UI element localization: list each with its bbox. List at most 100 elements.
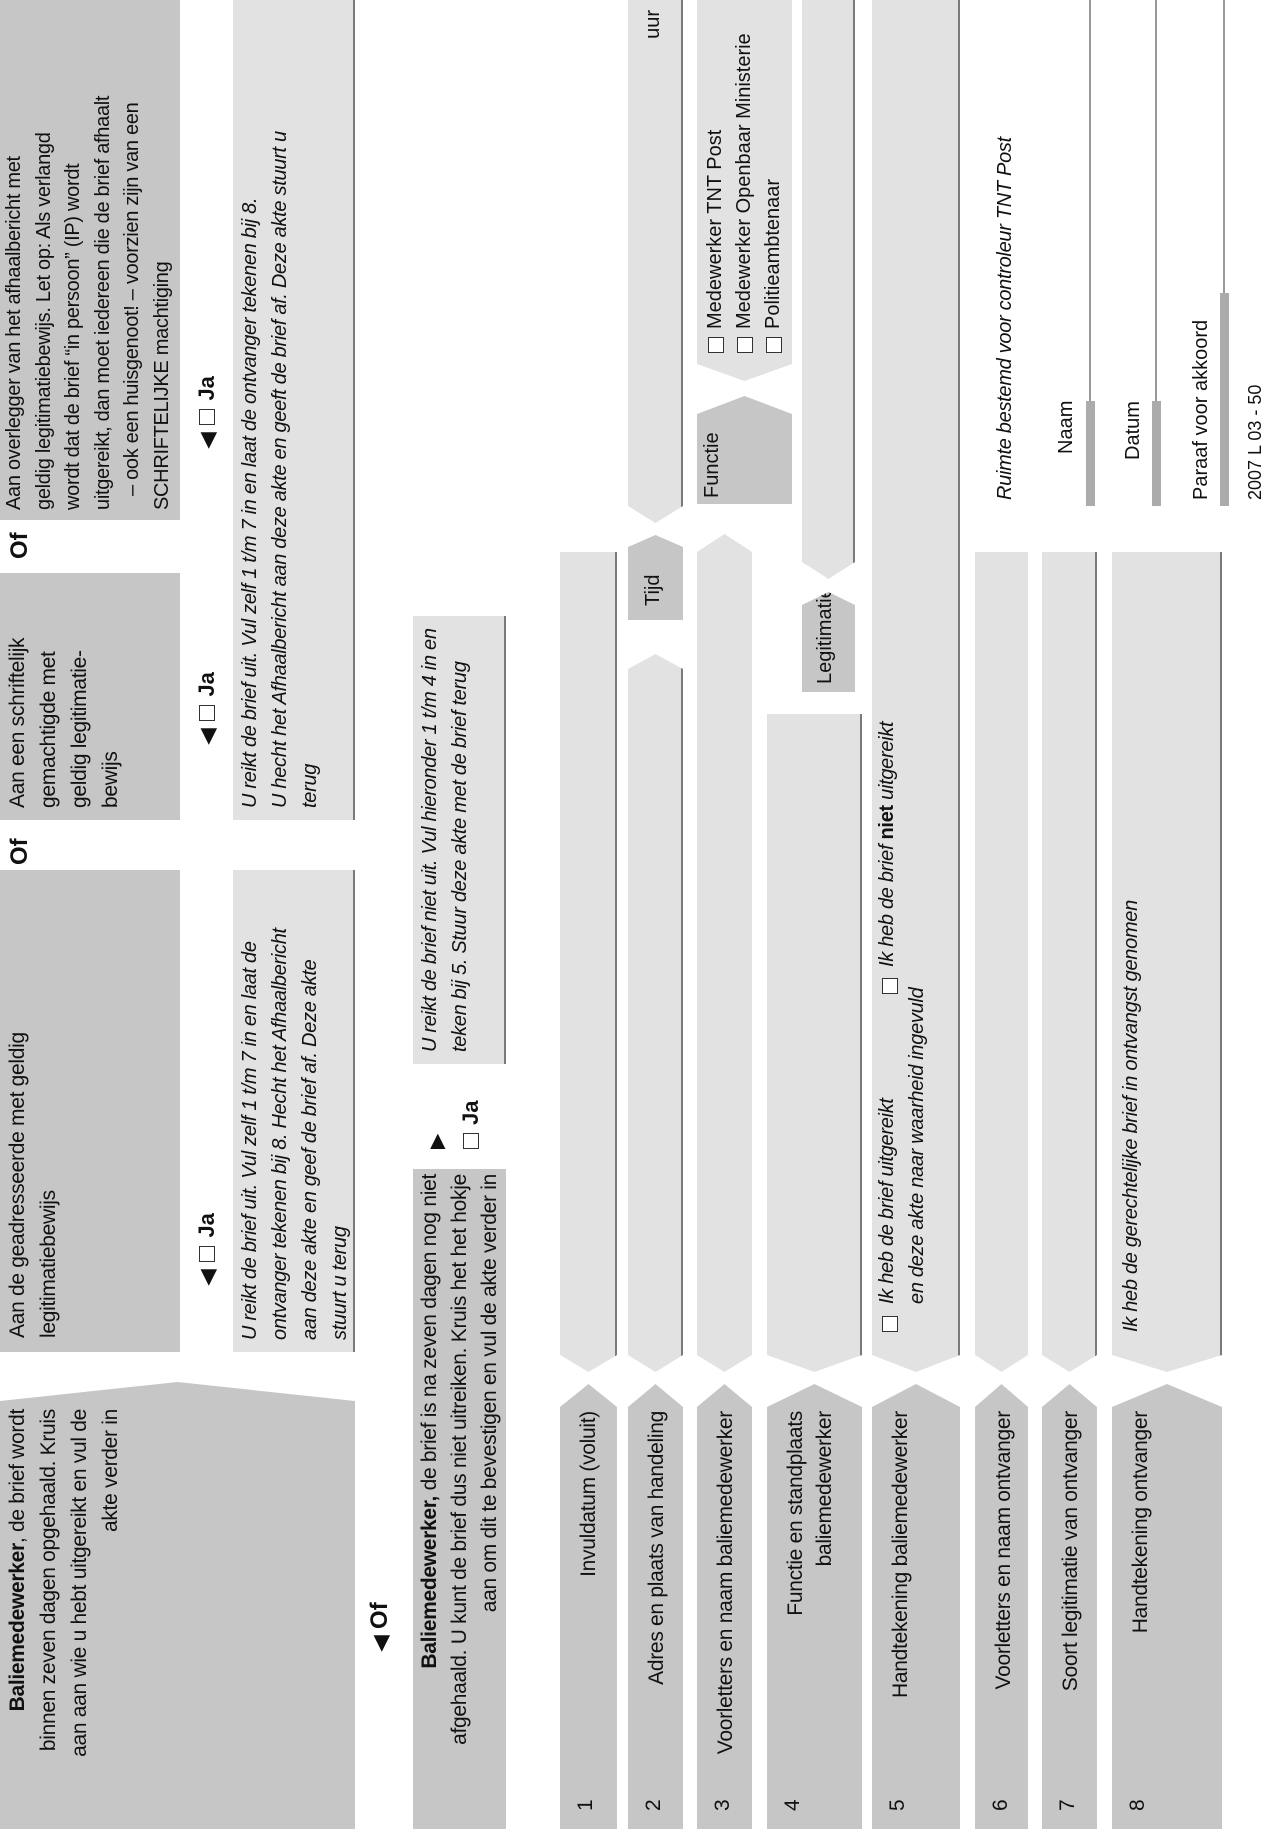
instruction-box-not-collected: Baliemedewerker, de brief is na zeven da… [413,1169,506,1829]
text-line: , de brief wordt [6,1409,29,1544]
checkbox-not-delivered[interactable] [882,978,898,994]
text-line: teken bij 5. Stuur deze akte met de brie… [449,661,471,1052]
bold-lead: Baliemedewerker [6,1543,29,1712]
option-label: Medewerker TNT Post [704,129,726,329]
controller-title: Ruimte bestemd voor controleur TNT Post [994,137,1016,500]
row-number: 2 [642,1799,665,1811]
recipient-name-field[interactable] [975,552,1028,1372]
text-line: stuurt u terug [329,1226,351,1340]
row-number: 5 [886,1799,909,1811]
address-field[interactable] [628,654,683,1372]
ja-checkbox-authorized[interactable]: ◀Ja [194,672,220,744]
id-number-field[interactable] [802,0,855,579]
row-label: Soort legitimatie van ontvanger [1059,1411,1082,1692]
ja-checkbox-not-collected[interactable]: Ja [458,1101,484,1149]
checkbox[interactable] [737,337,753,353]
employee-function-field[interactable] [767,714,862,1372]
controller-initials-label: Paraaf voor akkoord [1190,319,1212,500]
text-line: de brief is na zeven dagen nog niet [418,1174,441,1496]
employee-name-field[interactable] [697,534,752,1372]
arrow-left-icon: ◀ [370,1635,392,1651]
checkbox[interactable] [708,337,724,353]
recipient-signature-field[interactable]: Ik heb de gerechtelijke brief in ontvang… [1112,552,1222,1372]
row-7-label: 7 Soort legitimatie van ontvanger [1042,1384,1097,1829]
arrow-right-icon: ▶ [426,1133,448,1149]
row-6-label: 6 Voorletters en naam ontvanger [975,1384,1028,1829]
option-authorized: Aan een schriftelijk gemachtigde met gel… [0,573,180,820]
ja-label: Ja [194,672,219,697]
checkbox-delivered[interactable] [882,1316,898,1332]
initials-line[interactable] [1223,0,1225,293]
receipt-statement: Ik heb de gerechtelijke brief in ontvang… [1120,900,1142,1332]
option-tnt-post[interactable]: Medewerker TNT Post [701,33,730,353]
or-text: Of [366,1602,393,1629]
delivered-text-2: en deze akte naar waarheid ingevuld [906,987,928,1304]
time-field[interactable]: uur [628,0,683,523]
text-line: baliemedewerker [813,1411,836,1567]
name-bar [1086,401,1095,506]
checkbox[interactable] [463,1133,479,1149]
text-line: U reikt de brief uit. Vul zelf 1 t/m 7 i… [239,941,261,1340]
option-addressee: Aan de geadresseerde met geldig legitima… [0,870,180,1352]
recipient-id-type-field[interactable] [1042,552,1097,1372]
instruction-addressee: U reikt de brief uit. Vul zelf 1 t/m 7 i… [233,870,355,1352]
arrow-left-icon: ◀ [196,432,219,448]
option-politieambtenaar[interactable]: Politieambtenaar [759,33,788,353]
or-label-not-collected: ◀ Of [366,1602,394,1651]
row-number: 8 [1126,1799,1149,1811]
id-number-label-box: Legitimatienr [802,592,855,692]
or-label: Of [6,532,33,559]
name-line[interactable] [1089,0,1091,401]
row-label: Functie en standplaats baliemedewerker [781,1411,839,1616]
function-label-box: Functie [697,396,792,504]
row-label: Adres en plaats van handeling [645,1411,668,1685]
row-number: 7 [1056,1799,1079,1811]
text-line: gemachtigde met [37,651,60,808]
row-number: 6 [989,1799,1012,1811]
row-label: Handtekening ontvanger [1129,1411,1152,1634]
not-delivered-text: Ik heb de brief niet uitgereikt [872,722,902,967]
date-line[interactable] [1155,0,1157,401]
text-line: U hecht het Afhaalbericht aan deze akte … [269,131,291,808]
ja-checkbox-presenter[interactable]: ◀Ja [194,376,220,448]
text-line: Functie en standplaats [784,1411,807,1616]
checkbox[interactable] [766,337,782,353]
arrow-left-icon: ◀ [196,1269,219,1285]
ja-label: Ja [458,1100,483,1125]
text-line: Aan de geadresseerde met geldig [6,1032,29,1338]
instruction-authorized-presenter: U reikt de brief uit. Vul zelf 1 t/m 7 i… [233,0,355,820]
form-code: 2007 L 03 - 50 [1245,384,1265,500]
text-line: akte verder in [99,1409,122,1533]
checkbox[interactable] [199,704,215,721]
ja-checkbox-addressee[interactable]: ◀ Ja [194,1213,220,1285]
checkbox[interactable] [199,408,215,425]
date-field[interactable] [560,552,617,1372]
text-line: U reikt de brief uit. Vul zelf 1 t/m 7 i… [239,197,261,808]
row-number: 4 [781,1799,804,1811]
text-line: aan aan wie u hebt uitgereikt en vul de [68,1409,91,1757]
row-2-label: 2 Adres en plaats van handeling [628,1384,683,1829]
text-part: uitgereikt [876,721,898,806]
id-number-label: Legitimatienr [814,569,836,684]
row-label: Handtekening baliemedewerker [889,1411,912,1698]
option-openbaar-ministerie[interactable]: Medewerker Openbaar Ministerie [730,33,759,353]
employee-signature-field[interactable]: Ik heb de brief uitgereikt en deze akte … [872,0,960,1372]
ja-label: Ja [194,1213,219,1238]
text-line: legitimatiebewijs [37,1190,60,1338]
checkbox[interactable] [199,1245,215,1262]
time-label: Tijd [642,574,664,606]
text-line: geldig legitimatiebewijs. Let op: Als ve… [32,132,55,510]
option-presenter: Aan overlegger van het afhaalbericht met… [0,0,180,520]
option-label: Politieambtenaar [762,178,784,329]
row-8-label: 8 Handtekening ontvanger [1112,1384,1222,1829]
function-label: Functie [701,432,723,498]
date-bar [1152,401,1161,506]
text-line: U reikt de brief niet uit. Vul hieronder… [419,628,441,1052]
function-options: Medewerker TNT Post Medewerker Openbaar … [697,0,792,381]
text-line: afgehaald. U kunt de brief dus niet uitr… [448,1174,471,1745]
initials-bar [1220,293,1229,506]
controller-date-label: Datum [1122,401,1144,460]
or-label: Of [6,838,33,865]
text-bold: niet [876,805,898,840]
